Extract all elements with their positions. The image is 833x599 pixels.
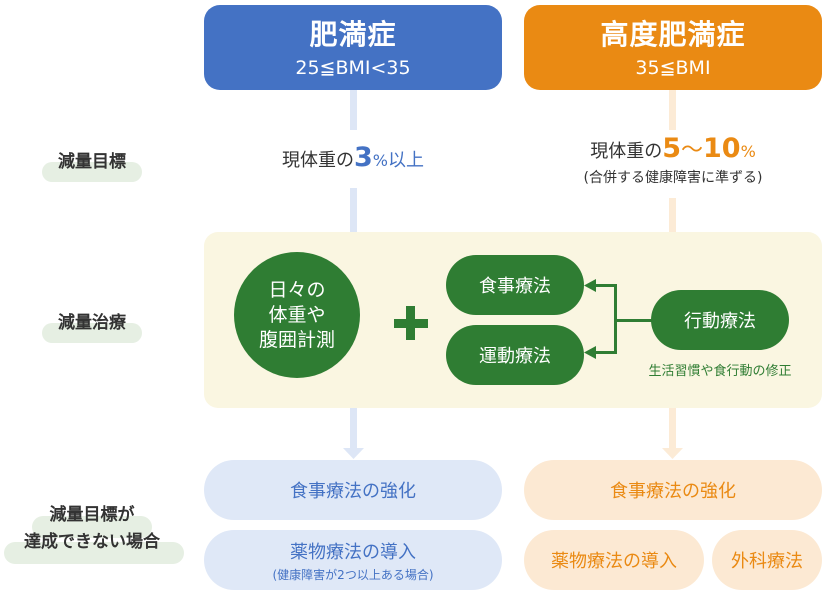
down-arrow-orange-icon <box>662 408 683 459</box>
goal-tilde: 〜 <box>681 138 704 163</box>
bracket-line-middle <box>614 319 652 322</box>
diet-therapy-label: 食事療法 <box>479 276 551 297</box>
goal-value: 3 <box>354 142 373 173</box>
row-label-goal-text: 減量目標 <box>58 152 126 172</box>
severe-obesity-title: 高度肥満症 <box>600 18 746 51</box>
row-label-treatment-text: 減量治療 <box>58 313 126 333</box>
measurement-circle: 日々の 体重や 腹囲計測 <box>234 252 360 378</box>
severe-drug-pill: 薬物療法の導入 <box>524 530 704 590</box>
exercise-therapy-pill: 運動療法 <box>446 325 584 385</box>
row-label-goal: 減量目標 <box>42 150 142 182</box>
plus-icon-bar-v <box>406 306 415 340</box>
goal-suffix: 以上 <box>388 150 424 171</box>
goal-prefix: 現体重の <box>590 141 663 162</box>
measure-line2: 体重や <box>268 303 326 326</box>
goal-value-to: 10 <box>703 133 741 164</box>
measure-line1: 日々の <box>268 278 326 301</box>
arrow-left-icon <box>584 346 596 359</box>
exercise-therapy-label: 運動療法 <box>479 346 551 367</box>
severe-diet-boost-label: 食事療法の強化 <box>610 481 736 502</box>
severe-diet-boost-pill: 食事療法の強化 <box>524 460 822 520</box>
row-label-fail-line2: 達成できない場合 <box>24 532 160 552</box>
connector-line-orange-top <box>669 90 676 130</box>
bracket-line-top <box>594 284 616 287</box>
connector-line-blue-mid <box>350 188 357 232</box>
behavior-therapy-label: 行動療法 <box>684 311 756 332</box>
behavior-therapy-note: 生活習慣や食行動の修正 <box>648 364 792 379</box>
obesity-drug-pill: 薬物療法の導入 (健康障害が2つ以上ある場合) <box>204 530 502 590</box>
measure-line3: 腹囲計測 <box>258 328 335 351</box>
connector-line-blue-top <box>350 90 357 130</box>
obesity-header: 肥満症 25≦BMI<35 <box>204 5 502 90</box>
obesity-diet-boost-pill: 食事療法の強化 <box>204 460 502 520</box>
obesity-drug-label: 薬物療法の導入 <box>290 541 416 563</box>
diet-therapy-pill: 食事療法 <box>446 255 584 315</box>
goal-unit: % <box>372 151 388 170</box>
obesity-diet-boost-label: 食事療法の強化 <box>290 481 416 502</box>
goal-unit: % <box>740 142 756 161</box>
down-arrow-blue-icon <box>343 408 364 459</box>
goal-value-from: 5 <box>662 133 681 164</box>
severe-obesity-criteria: 35≦BMI <box>635 57 711 79</box>
obesity-drug-note: (健康障害が2つ以上ある場合) <box>272 567 434 582</box>
row-label-fail-line1: 減量目標が <box>49 505 135 525</box>
connector-line-orange-mid <box>669 198 676 232</box>
severe-obesity-goal: 現体重の5〜10% (合併する健康障害に準ずる) <box>524 132 822 187</box>
bracket-line-bottom <box>594 351 616 354</box>
severe-surgery-label: 外科療法 <box>731 551 803 572</box>
severe-surgery-pill: 外科療法 <box>712 530 822 590</box>
behavior-therapy-pill: 行動療法 <box>651 290 789 350</box>
goal-note: (合併する健康障害に準ずる) <box>583 170 763 186</box>
row-label-fail: 減量目標が 達成できない場合 <box>2 502 184 564</box>
obesity-title: 肥満症 <box>309 18 397 51</box>
obesity-goal: 現体重の3%以上 <box>204 142 502 173</box>
severe-drug-label: 薬物療法の導入 <box>551 551 677 572</box>
arrow-left-icon <box>584 279 596 292</box>
row-label-treatment: 減量治療 <box>42 311 142 343</box>
goal-prefix: 現体重の <box>282 150 354 171</box>
obesity-criteria: 25≦BMI<35 <box>295 57 411 79</box>
severe-obesity-header: 高度肥満症 35≦BMI <box>524 5 822 90</box>
